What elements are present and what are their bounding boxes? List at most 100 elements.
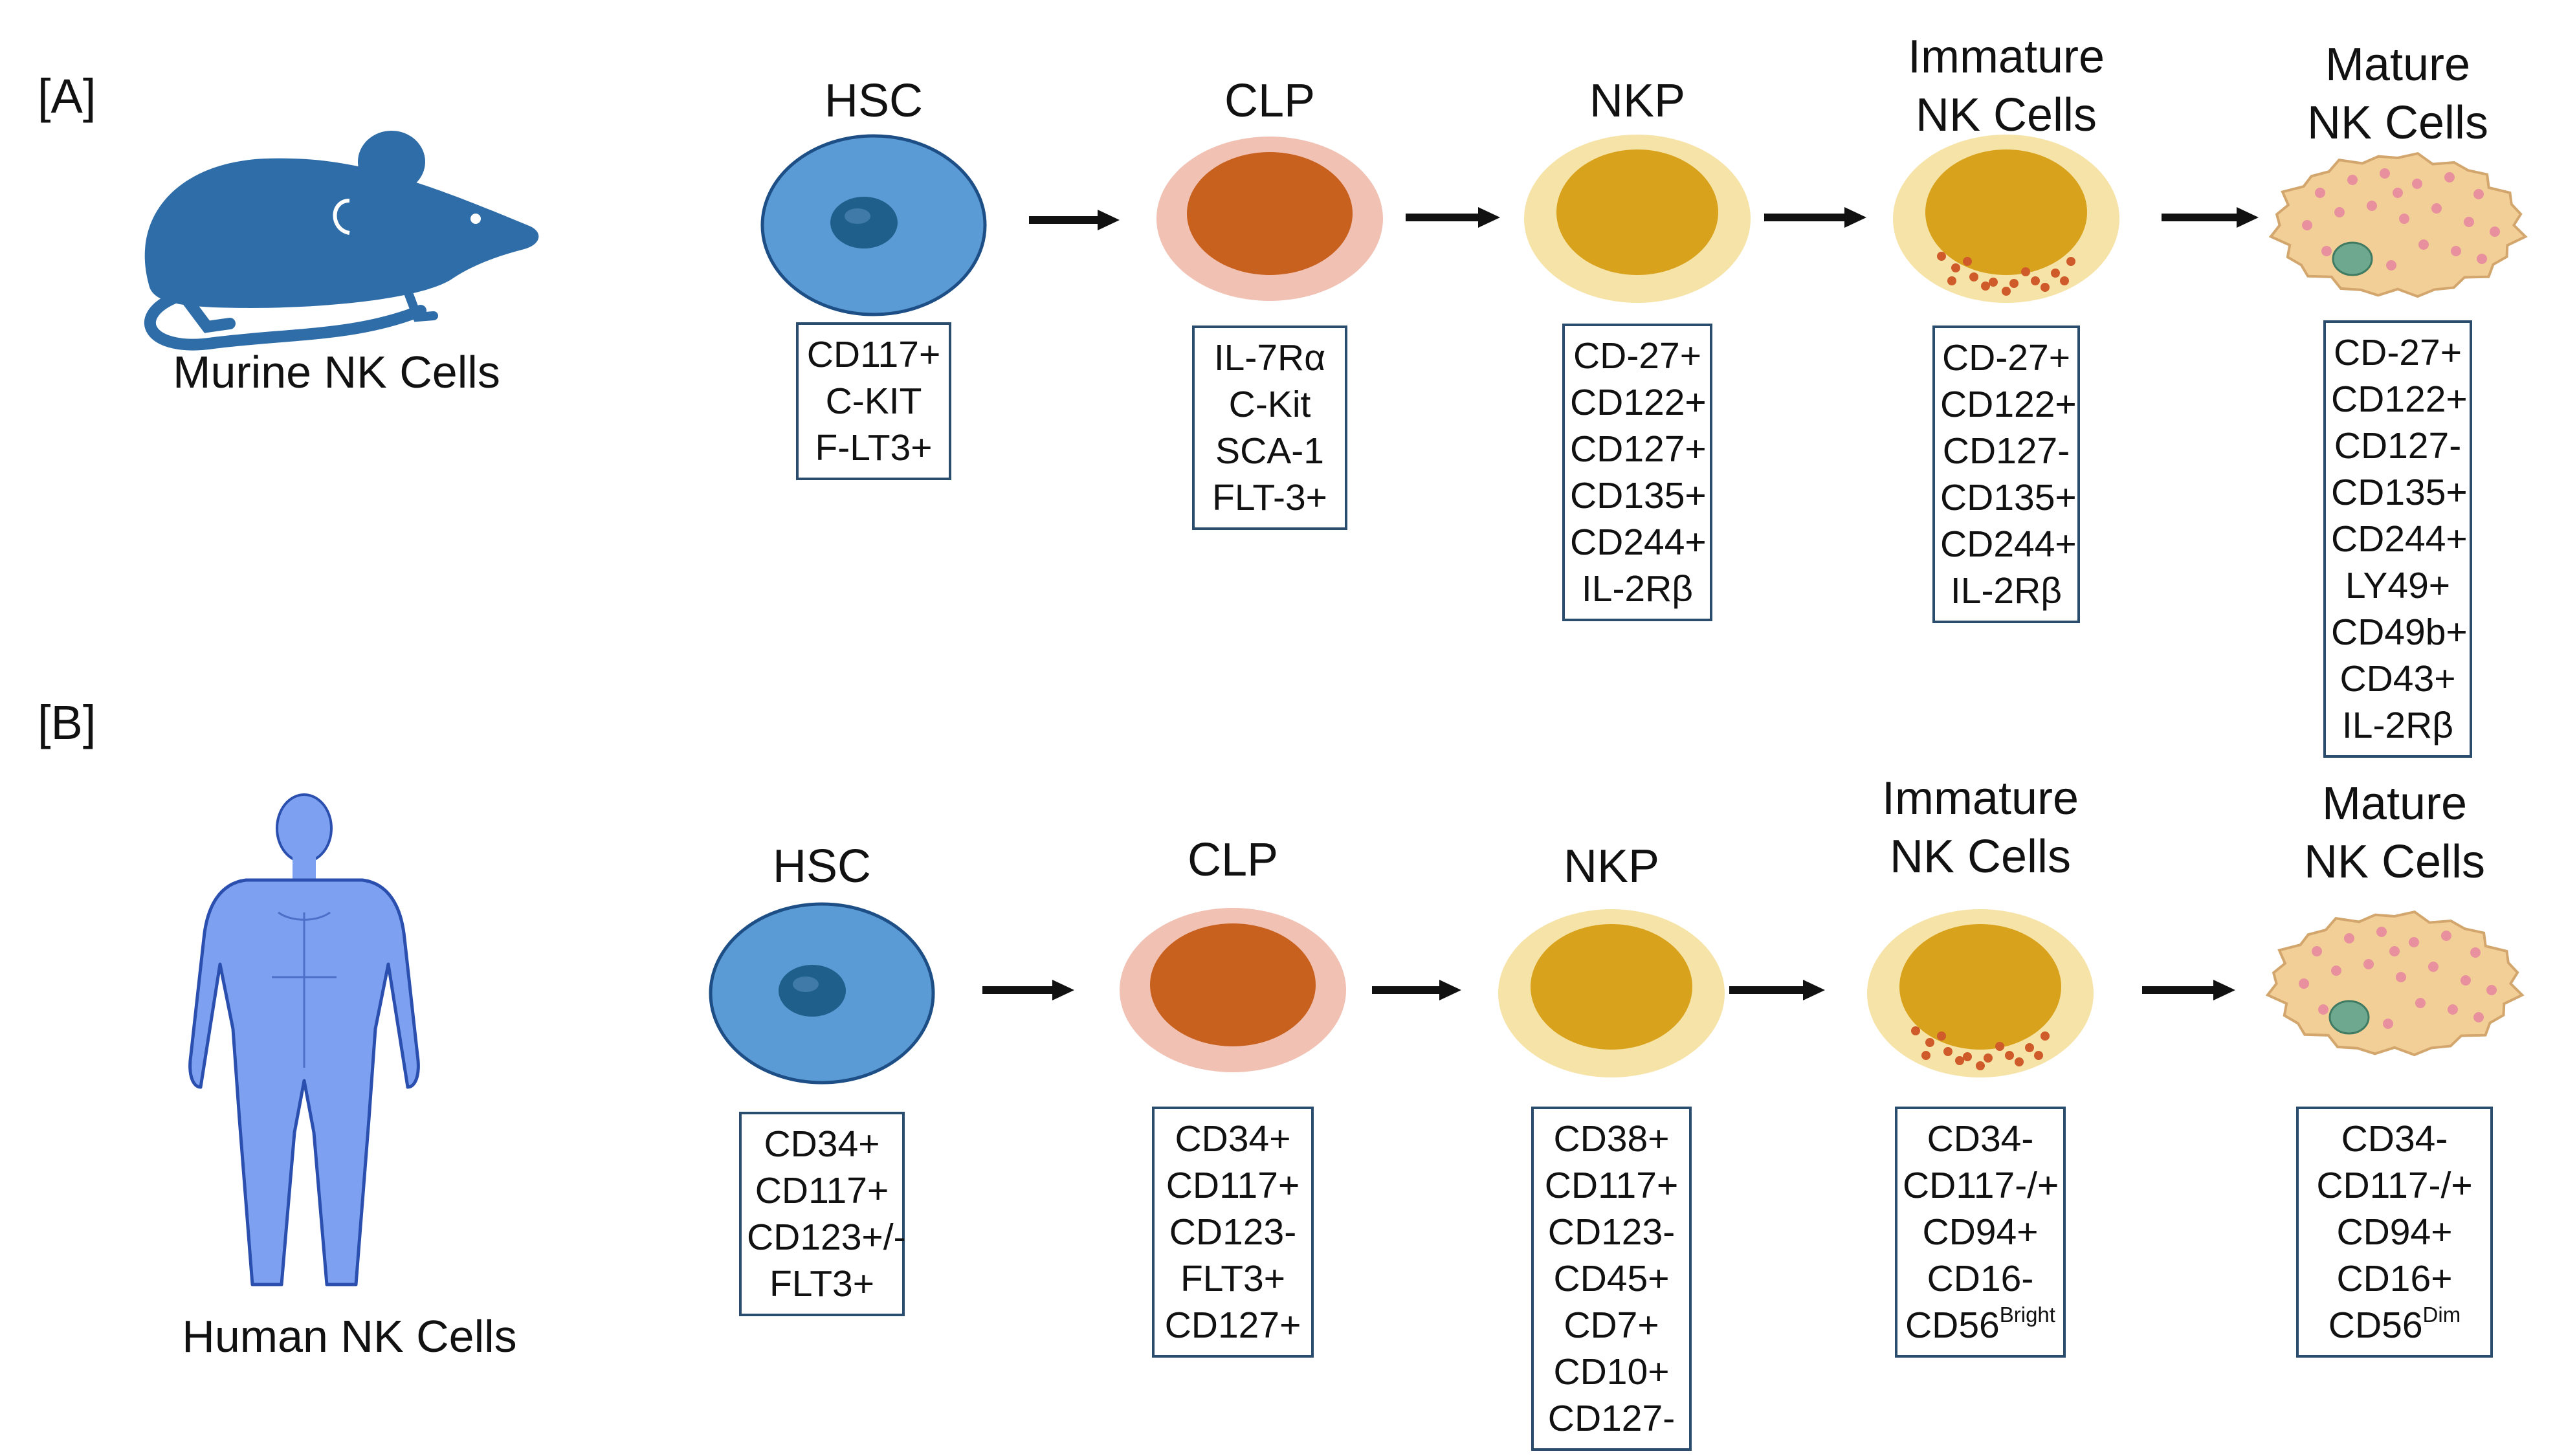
marker-text: CD7+ xyxy=(1564,1305,1659,1346)
stage-title: NK Cells xyxy=(2306,97,2489,149)
marker: CD135+ xyxy=(1570,472,1707,519)
marker-text: C-Kit xyxy=(1228,384,1311,425)
marker-text: CD56 xyxy=(2328,1305,2423,1346)
marker: CD34+ xyxy=(1160,1116,1306,1162)
marker: CD34- xyxy=(2304,1116,2485,1162)
marker: IL-7Rα xyxy=(1200,335,1340,381)
progression-arrow xyxy=(2142,980,2235,1000)
marker: FLT3+ xyxy=(1160,1255,1306,1302)
marker-text: CD117+ xyxy=(755,1170,889,1211)
marker: IL-2Rβ xyxy=(1570,566,1705,612)
nkp-cell-icon xyxy=(1524,135,1751,303)
marker: CD244+ xyxy=(1570,519,1707,566)
marker-text: CD45+ xyxy=(1553,1258,1670,1299)
marker: CD10+ xyxy=(1539,1349,1684,1395)
marker: CD117-/+ xyxy=(1903,1162,2059,1209)
marker-text: CD34+ xyxy=(1175,1118,1291,1160)
mature-cell-icon xyxy=(2268,151,2528,298)
mouse-icon xyxy=(144,131,539,351)
marker-text: CD34- xyxy=(2341,1118,2448,1160)
marker: CD16- xyxy=(1903,1255,2058,1302)
marker: CD122+ xyxy=(1570,379,1707,426)
panel-label: [A] xyxy=(38,69,96,123)
marker: CD-27+ xyxy=(1570,333,1705,379)
marker: CD34- xyxy=(1903,1116,2058,1162)
stage-title: NKP xyxy=(1563,841,1660,892)
marker: CD122+ xyxy=(2331,376,2468,423)
marker-text: CD43+ xyxy=(2339,658,2456,700)
marker-text: SCA-1 xyxy=(1215,430,1324,472)
marker-text: IL-2Rβ xyxy=(2341,705,2454,746)
marker-text: CD34- xyxy=(1927,1118,2034,1160)
marker: CD117+ xyxy=(1160,1162,1306,1209)
marker: FLT3+ xyxy=(747,1261,897,1307)
marker-text: CD117+ xyxy=(1544,1165,1679,1206)
marker: CD244+ xyxy=(1940,521,2077,568)
marker-text: CD117-/+ xyxy=(1903,1165,2059,1206)
marker-text: CD122+ xyxy=(1570,382,1707,423)
marker-box: CD-27+CD122+CD127-CD135+CD244+LY49+CD49b… xyxy=(2323,320,2472,758)
marker-text: CD127- xyxy=(1547,1398,1676,1439)
marker: FLT-3+ xyxy=(1200,474,1340,521)
clp-cell-icon xyxy=(1156,137,1383,301)
marker-text: CD34+ xyxy=(764,1123,880,1165)
immature-cell-icon xyxy=(1867,909,2094,1077)
marker: CD56Bright xyxy=(1903,1302,2058,1349)
marker-text: CD117+ xyxy=(806,334,941,375)
marker-text: CD94+ xyxy=(2336,1211,2453,1253)
marker-text: CD122+ xyxy=(2331,379,2468,420)
stage-title: NK Cells xyxy=(1915,89,2097,141)
marker: CD117+ xyxy=(747,1167,897,1214)
panel-label: [B] xyxy=(38,696,96,749)
marker: CD117+ xyxy=(804,331,944,378)
marker-text: CD16- xyxy=(1927,1258,2034,1299)
marker-text: CD-27+ xyxy=(1942,337,2070,379)
mature-cell-icon xyxy=(2265,910,2525,1057)
stage-title: NK Cells xyxy=(2303,836,2486,888)
progression-arrow xyxy=(1729,980,1825,1000)
marker: CD127- xyxy=(2331,423,2464,469)
marker-text: CD244+ xyxy=(1570,522,1707,563)
progression-arrow xyxy=(1372,980,1461,1000)
marker-text: CD123- xyxy=(1169,1211,1297,1253)
marker-text: FLT-3+ xyxy=(1212,477,1327,518)
marker: CD-27+ xyxy=(2331,329,2464,376)
marker-text: CD123- xyxy=(1547,1211,1676,1253)
marker: CD135+ xyxy=(1940,474,2077,521)
marker: C-KIT xyxy=(804,378,944,425)
marker-text: CD10+ xyxy=(1553,1351,1670,1393)
marker: CD117+ xyxy=(1539,1162,1684,1209)
marker-text: CD122+ xyxy=(1940,384,2077,425)
marker: IL-2Rβ xyxy=(1940,568,2072,614)
marker-text: CD244+ xyxy=(1940,524,2077,565)
marker: CD38+ xyxy=(1539,1116,1684,1162)
marker-text: IL-2Rβ xyxy=(1581,568,1694,610)
marker-box: CD34+CD117+CD123-FLT3+CD127+ xyxy=(1152,1107,1314,1358)
marker: CD123- xyxy=(1160,1209,1306,1255)
marker-text: CD127+ xyxy=(1570,428,1707,470)
marker: CD7+ xyxy=(1539,1302,1684,1349)
marker-text: CD-27+ xyxy=(2334,332,2462,373)
marker-box: CD-27+CD122+CD127-CD135+CD244+IL-2Rβ xyxy=(1932,325,2080,623)
marker-box: CD34-CD117-/+CD94+CD16+CD56Dim xyxy=(2296,1107,2493,1358)
marker-text: CD135+ xyxy=(1570,475,1707,516)
marker: CD135+ xyxy=(2331,469,2468,516)
immature-cell-icon xyxy=(1893,135,2119,303)
marker-text: CD135+ xyxy=(1940,477,2077,518)
marker-text: CD127+ xyxy=(1164,1305,1301,1346)
marker-superscript: Dim xyxy=(2422,1303,2461,1327)
marker-text: CD38+ xyxy=(1553,1118,1670,1160)
marker-box: CD38+ CD117+ CD123- CD45+ CD7+ CD10+ CD127- xyxy=(1531,1107,1692,1451)
clp-cell-icon xyxy=(1120,908,1346,1072)
marker: CD56Dim xyxy=(2304,1302,2485,1349)
marker: CD122+ xyxy=(1940,381,2077,428)
marker-text: CD49b+ xyxy=(2331,612,2468,653)
marker: CD45+ xyxy=(1539,1255,1684,1302)
marker: IL-2Rβ xyxy=(2331,702,2464,749)
marker: CD49b+ xyxy=(2331,609,2468,656)
marker-superscript: Bright xyxy=(1999,1303,2055,1327)
marker: CD123+/- xyxy=(747,1214,906,1261)
marker: F-LT3+ xyxy=(804,425,944,471)
